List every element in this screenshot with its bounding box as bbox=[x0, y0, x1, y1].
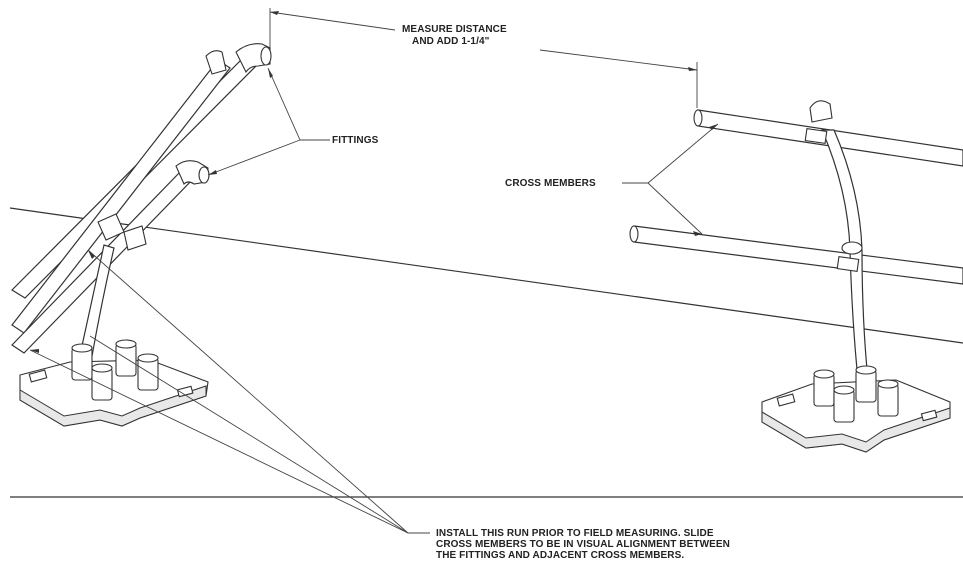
fittings-label: FITTINGS bbox=[332, 135, 379, 146]
roof-edge-lines bbox=[9, 207, 963, 498]
measure-distance-label-line2: AND ADD 1-1/4" bbox=[412, 36, 490, 47]
right-base-plate bbox=[761, 365, 951, 453]
cross-members-label: CROSS MEMBERS bbox=[505, 178, 596, 189]
install-note-line3: THE FITTINGS AND ADJACENT CROSS MEMBERS. bbox=[436, 550, 685, 561]
left-rail-run bbox=[11, 43, 272, 357]
install-note-line2: CROSS MEMBERS TO BE IN VISUAL ALIGNMENT … bbox=[436, 539, 730, 550]
install-note-line1: INSTALL THIS RUN PRIOR TO FIELD MEASURIN… bbox=[436, 528, 714, 539]
left-base-plate bbox=[19, 339, 209, 427]
leader-lines bbox=[29, 67, 719, 534]
right-cross-members bbox=[629, 100, 963, 381]
dimension-line bbox=[269, 8, 698, 108]
measure-distance-label-line1: MEASURE DISTANCE bbox=[402, 24, 507, 35]
